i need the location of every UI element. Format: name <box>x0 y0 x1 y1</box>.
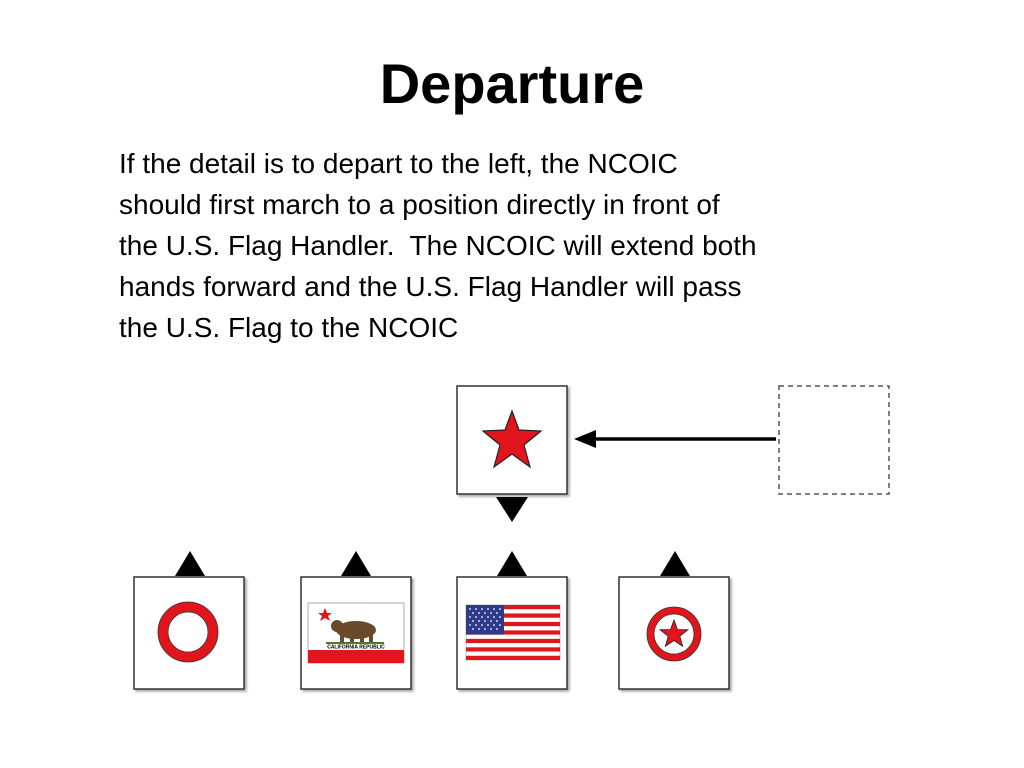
flag-banner-text: CALIFORNIA REPUBLIC <box>327 645 385 651</box>
ring-icon <box>158 602 218 662</box>
ring-bearer-position <box>133 551 245 690</box>
movement-arrow <box>574 430 776 448</box>
state-flag-position: CALIFORNIA REPUBLIC <box>300 551 412 690</box>
facing-up-arrow-icon <box>497 551 527 576</box>
slide-title: Departure <box>379 52 645 115</box>
body-line: the U.S. Flag to the NCOIC <box>119 312 459 343</box>
body-line: If the detail is to depart to the left, … <box>119 148 678 179</box>
body-line: the U.S. Flag Handler. The NCOIC will ex… <box>119 230 757 261</box>
facing-up-arrow-icon <box>341 551 371 576</box>
california-flag-icon: CALIFORNIA REPUBLIC <box>307 602 405 664</box>
star-ring-position <box>618 551 730 690</box>
body-line: hands forward and the U.S. Flag Handler … <box>119 271 742 302</box>
empty-position-icon <box>778 385 890 495</box>
us-flag-icon <box>465 604 561 661</box>
slide-body-text: If the detail is to depart to the left, … <box>119 143 919 348</box>
arrowhead-left-icon <box>574 430 596 448</box>
us-flag-position <box>456 551 568 690</box>
ncoic-star-icon <box>481 409 543 469</box>
body-line: should first march to a position directl… <box>119 189 720 220</box>
facing-down-arrow-icon <box>496 497 528 522</box>
ncoic-position <box>456 385 568 522</box>
facing-up-arrow-icon <box>175 551 205 576</box>
star-in-ring-icon <box>646 606 702 662</box>
facing-up-arrow-icon <box>660 551 690 576</box>
